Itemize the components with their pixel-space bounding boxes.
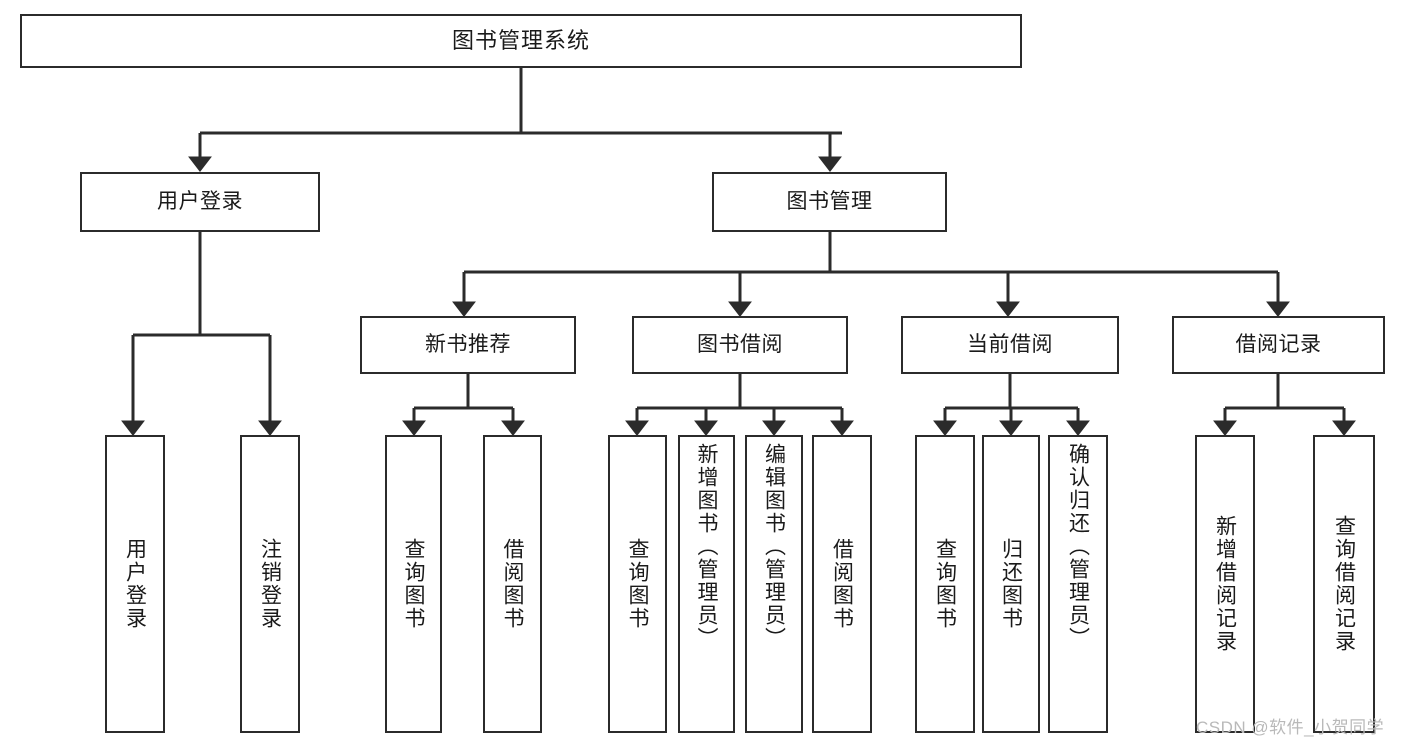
node-leaf-query-book-brw[interactable]: 查询图书 (608, 435, 667, 733)
node-leaf-borrow-book-rec-label: 借阅图书 (501, 538, 524, 630)
node-leaf-edit-book-label: 编辑图书（管理员） (762, 443, 786, 650)
node-borrow-record[interactable]: 借阅记录 (1172, 316, 1385, 374)
node-new-book-rec[interactable]: 新书推荐 (360, 316, 576, 374)
node-leaf-query-record-label: 查询借阅记录 (1332, 515, 1356, 653)
node-user-login[interactable]: 用户登录 (80, 172, 320, 232)
node-leaf-query-book-cur[interactable]: 查询图书 (915, 435, 975, 733)
node-leaf-return-book-label: 归还图书 (999, 538, 1023, 630)
node-leaf-add-record-label: 新增借阅记录 (1213, 515, 1237, 653)
node-leaf-confirm-return-label: 确认归还（管理员） (1066, 443, 1090, 650)
node-current-borrow-label: 当前借阅 (967, 332, 1053, 356)
csdn-watermark: CSDN @软件_小贺同学 (1196, 718, 1385, 737)
node-leaf-logout-label: 注销登录 (258, 538, 282, 630)
node-leaf-query-book-brw-label: 查询图书 (626, 538, 649, 630)
node-book-borrow[interactable]: 图书借阅 (632, 316, 848, 374)
node-leaf-query-book-rec[interactable]: 查询图书 (385, 435, 442, 733)
node-root-label: 图书管理系统 (451, 28, 590, 54)
node-leaf-borrow-book-brw-label: 借阅图书 (830, 538, 854, 630)
node-borrow-record-label: 借阅记录 (1235, 332, 1322, 356)
node-leaf-query-record[interactable]: 查询借阅记录 (1313, 435, 1375, 733)
node-book-manage[interactable]: 图书管理 (712, 172, 947, 232)
node-book-manage-label: 图书管理 (786, 189, 873, 213)
node-leaf-query-book-cur-label: 查询图书 (933, 538, 957, 630)
node-leaf-confirm-return[interactable]: 确认归还（管理员） (1048, 435, 1108, 733)
node-leaf-query-book-rec-label: 查询图书 (402, 538, 425, 630)
node-leaf-user-login-label: 用户登录 (123, 538, 147, 630)
node-leaf-return-book[interactable]: 归还图书 (982, 435, 1040, 733)
node-leaf-borrow-book-brw[interactable]: 借阅图书 (812, 435, 872, 733)
node-leaf-borrow-book-rec[interactable]: 借阅图书 (483, 435, 542, 733)
node-leaf-add-book[interactable]: 新增图书（管理员） (678, 435, 735, 733)
node-leaf-add-book-label: 新增图书（管理员） (695, 443, 718, 650)
node-new-book-rec-label: 新书推荐 (425, 332, 511, 356)
node-root[interactable]: 图书管理系统 (20, 14, 1022, 68)
node-leaf-logout[interactable]: 注销登录 (240, 435, 300, 733)
node-leaf-edit-book[interactable]: 编辑图书（管理员） (745, 435, 803, 733)
node-leaf-add-record[interactable]: 新增借阅记录 (1195, 435, 1255, 733)
node-leaf-user-login[interactable]: 用户登录 (105, 435, 165, 733)
node-current-borrow[interactable]: 当前借阅 (901, 316, 1119, 374)
node-book-borrow-label: 图书借阅 (697, 332, 783, 356)
node-user-login-label: 用户登录 (157, 189, 243, 213)
